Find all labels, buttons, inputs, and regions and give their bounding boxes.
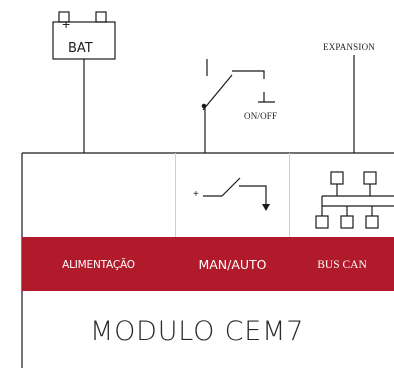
expansion-label: EXPANSION xyxy=(323,42,375,52)
function-bar xyxy=(22,237,394,291)
module-title: MODULO CEM7 xyxy=(90,316,305,347)
battery-label: BAT xyxy=(68,41,93,56)
man-auto-arrowhead xyxy=(262,204,270,211)
battery-plus-label: + xyxy=(62,16,71,32)
switch-pivot-dot xyxy=(201,103,207,109)
switch-plus-label: + xyxy=(193,189,199,200)
on-off-switch-icon xyxy=(202,59,275,153)
man-auto-switch-icon xyxy=(203,177,267,205)
bus-can-label: BUS CAN xyxy=(317,259,367,271)
man-auto-label: MAN/AUTO xyxy=(198,257,267,272)
bus-network-icon xyxy=(315,171,394,229)
battery-minus-label: − xyxy=(100,14,109,31)
alimentacao-label: ALIMENTAÇÃO xyxy=(62,259,135,271)
on-off-label: ON/OFF xyxy=(244,111,278,121)
